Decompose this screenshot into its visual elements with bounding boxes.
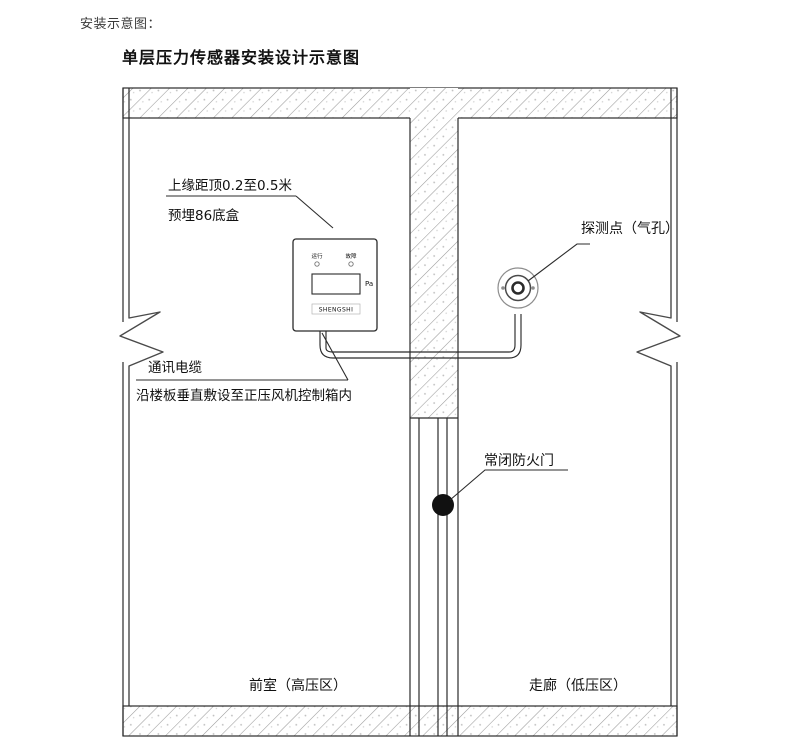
mounting-height-note-group: 上缘距顶0.2至0.5米 预埋86底盒 (166, 178, 334, 229)
cable-note-line2: 沿楼板垂直敷设至正压风机控制箱内 (136, 388, 352, 404)
mounting-height-line2: 预埋86底盒 (168, 207, 240, 224)
cable-note-line1: 通讯电缆 (148, 360, 202, 376)
caption-label: 安装示意图： (80, 17, 162, 32)
device-indicator-run: 运行 (311, 252, 323, 267)
device-brand-text: SHENGSHI (319, 307, 354, 314)
communication-cable-route (319, 314, 522, 359)
pressure-sensor-device[interactable]: 运行 故障 Pa SHENGSHI (292, 238, 378, 332)
page-title: 单层压力传感器安装设计示意图 (122, 48, 361, 67)
device-unit-label: Pa (365, 280, 373, 288)
left-wall (122, 88, 130, 736)
break-line-right (636, 311, 681, 367)
corridor-label: 走廊（低压区） (529, 677, 627, 694)
device-display (311, 273, 361, 295)
door-opening (409, 418, 459, 736)
partition-wall (409, 88, 459, 419)
mounting-height-line1: 上缘距顶0.2至0.5米 (168, 178, 292, 194)
front-chamber-label: 前室（高压区） (249, 677, 347, 694)
device-brand-plate: SHENGSHI (311, 303, 361, 315)
device-indicator-fault: 故障 (345, 252, 357, 267)
fire-door-marker (432, 494, 454, 516)
right-wall (670, 88, 678, 736)
bottom-wall (122, 705, 678, 737)
pressure-detector-airhole[interactable] (497, 267, 539, 309)
fire-door-label: 常闭防火门 (484, 453, 554, 469)
top-wall (122, 87, 678, 119)
communication-cable-note-group: 通讯电缆 沿楼板垂直敷设至正压风机控制箱内 (136, 332, 352, 404)
room-outline (119, 87, 681, 737)
detection-point-leader (527, 243, 590, 282)
break-line-left (119, 311, 164, 367)
device-indicator-fault-label: 故障 (345, 252, 357, 260)
fire-door-leader (449, 469, 568, 501)
device-indicator-run-label: 运行 (311, 252, 323, 260)
detection-point-label: 探测点（气孔） (581, 221, 679, 237)
